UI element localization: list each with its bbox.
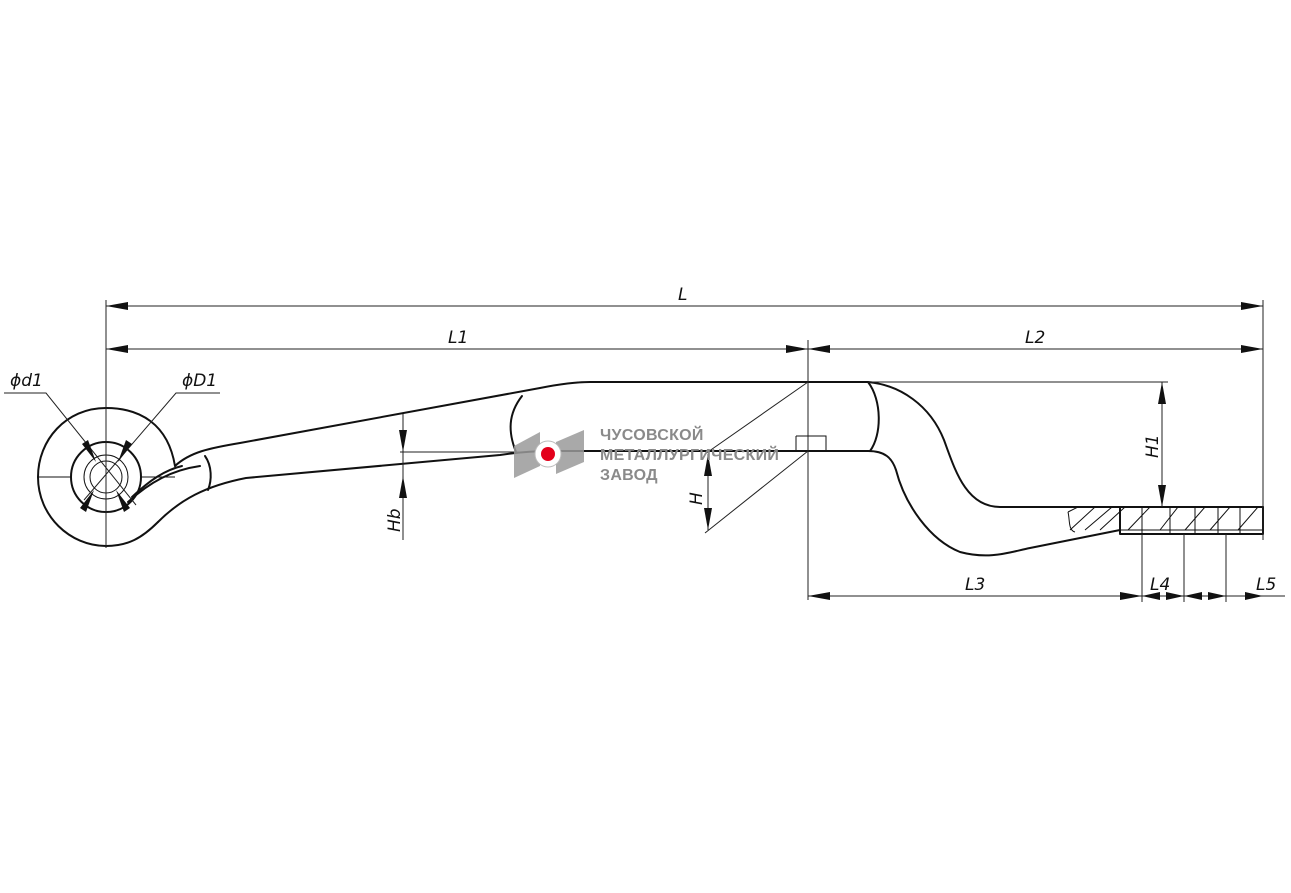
label-D1: ϕD1: [182, 371, 217, 391]
label-L5: L5: [1256, 575, 1276, 595]
logo-mark-left: [514, 432, 540, 478]
dimension-H: H: [687, 381, 827, 534]
watermark-logo: [514, 430, 584, 478]
label-L2: L2: [1025, 328, 1045, 348]
dimension-L3: L3: [808, 534, 1143, 602]
watermark-text: ЧУСОВСКОЙ МЕТАЛЛУРГИЧЕСКИЙ ЗАВОД: [600, 426, 779, 486]
dimension-D1: ϕD1: [80, 371, 220, 512]
dimension-L5: L5: [1184, 534, 1285, 602]
watermark-line-2: МЕТАЛЛУРГИЧЕСКИЙ: [600, 447, 780, 464]
label-L3: L3: [965, 575, 985, 595]
watermark-line-3: ЗАВОД: [600, 467, 658, 484]
logo-red-dot: [541, 447, 555, 461]
dimension-d1: ϕd1: [4, 371, 137, 512]
dimension-L4: L4: [1142, 534, 1185, 602]
spring-leaf: [127, 381, 1264, 557]
dimension-L1: L1: [106, 328, 809, 600]
dimension-H1: H1: [868, 381, 1168, 507]
dimension-Hb: Hb: [385, 414, 520, 540]
watermark-line-1: ЧУСОВСКОЙ: [600, 427, 704, 444]
label-L: L: [678, 285, 687, 305]
dimension-L2: L2: [808, 328, 1263, 353]
label-L4: L4: [1150, 575, 1170, 595]
label-Hb: Hb: [385, 508, 405, 532]
label-L1: L1: [448, 328, 468, 348]
logo-mark-right: [556, 430, 584, 474]
label-H1: H1: [1143, 434, 1163, 458]
dimension-L: L: [105, 285, 1264, 548]
label-H: H: [687, 492, 707, 505]
label-d1: ϕd1: [10, 371, 43, 391]
